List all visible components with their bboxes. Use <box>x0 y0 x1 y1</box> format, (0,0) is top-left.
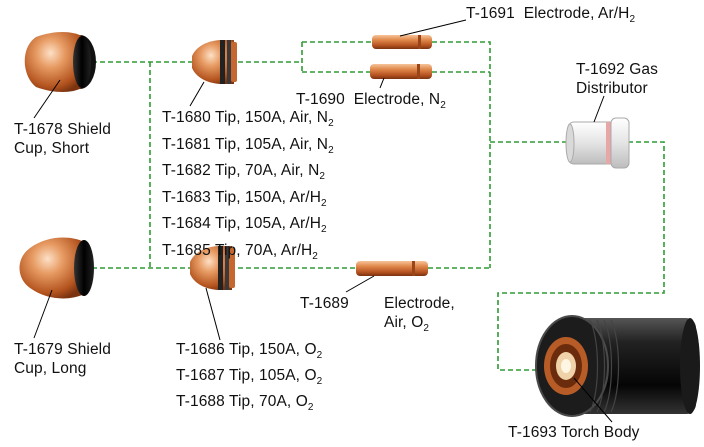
tip-label-upper-0: T-1680 Tip, 150A, Air, N2 <box>162 109 334 130</box>
tip-label-lower-2: T-1688 Tip, 70A, O2 <box>176 393 314 414</box>
tip-label-upper-5: T-1685 Tip, 70A, Ar/H2 <box>162 241 318 263</box>
label-electrode-air-o2-code: T-1689 <box>300 295 349 312</box>
label-shield-cup-short: T-1678 Shield Cup, Short <box>14 121 111 157</box>
tip-label-upper-3: T-1683 Tip, 150A, Ar/H2 <box>162 188 327 209</box>
pointer-tip-lower <box>205 287 221 341</box>
tip-label-lower-1: T-1687 Tip, 105A, O2 <box>176 367 323 388</box>
shield-cup-long[interactable] <box>19 237 95 299</box>
connector-right-top <box>432 41 491 268</box>
tip-label-upper-1: T-1681 Tip, 105A, Air, N2 <box>162 135 334 156</box>
tip-label-lower-0: T-1686 Tip, 150A, O2 <box>176 341 323 362</box>
label-electrode-n2: T-1690 Electrode, N2 <box>296 91 446 112</box>
tips-group-lower: T-1686 Tip, 150A, O2 T-1687 Tip, 105A, O2… <box>176 340 322 418</box>
label-torch-body: T-1693 Torch Body <box>508 424 640 441</box>
label-electrode-ar-h2: T-1691 Electrode, Ar/H2 <box>466 5 636 26</box>
pointer-electrode-air-o2 <box>345 275 375 293</box>
label-electrode-air-o2-name: Electrode, Air, O2 <box>384 295 455 335</box>
pointer-shield-short <box>33 79 61 119</box>
tip-label-upper-2: T-1682 Tip, 70A, Air, N2 <box>162 162 326 183</box>
torch-body[interactable] <box>535 315 700 417</box>
pointer-lines <box>33 19 613 423</box>
connector-lines <box>92 41 665 371</box>
tip-label-upper-4: T-1684 Tip, 105A, Ar/H2 <box>162 215 327 236</box>
tips-group-upper: T-1680 Tip, 150A, Air, N2 T-1681 Tip, 105… <box>162 108 334 268</box>
label-shield-cup-long: T-1679 Shield Cup, Long <box>14 341 111 377</box>
electrode-air-o2[interactable] <box>356 261 428 276</box>
label-gas-distributor: T-1692 Gas Distributor <box>576 61 658 97</box>
pointer-electrode-ar-h2 <box>399 19 467 37</box>
tip-upper[interactable] <box>192 40 237 84</box>
pointer-tip-upper <box>189 81 205 107</box>
pointer-shield-long <box>33 289 53 339</box>
pointer-gas-distributor <box>593 95 605 123</box>
pointer-torch-body <box>573 377 613 423</box>
pointer-electrode-n2 <box>379 77 385 89</box>
tip-lower[interactable] <box>190 246 235 290</box>
electrode-n2[interactable] <box>370 64 432 79</box>
gas-distributor[interactable] <box>565 117 630 169</box>
electrode-ar-h2[interactable] <box>372 35 432 49</box>
shield-cup-short[interactable] <box>24 32 96 92</box>
